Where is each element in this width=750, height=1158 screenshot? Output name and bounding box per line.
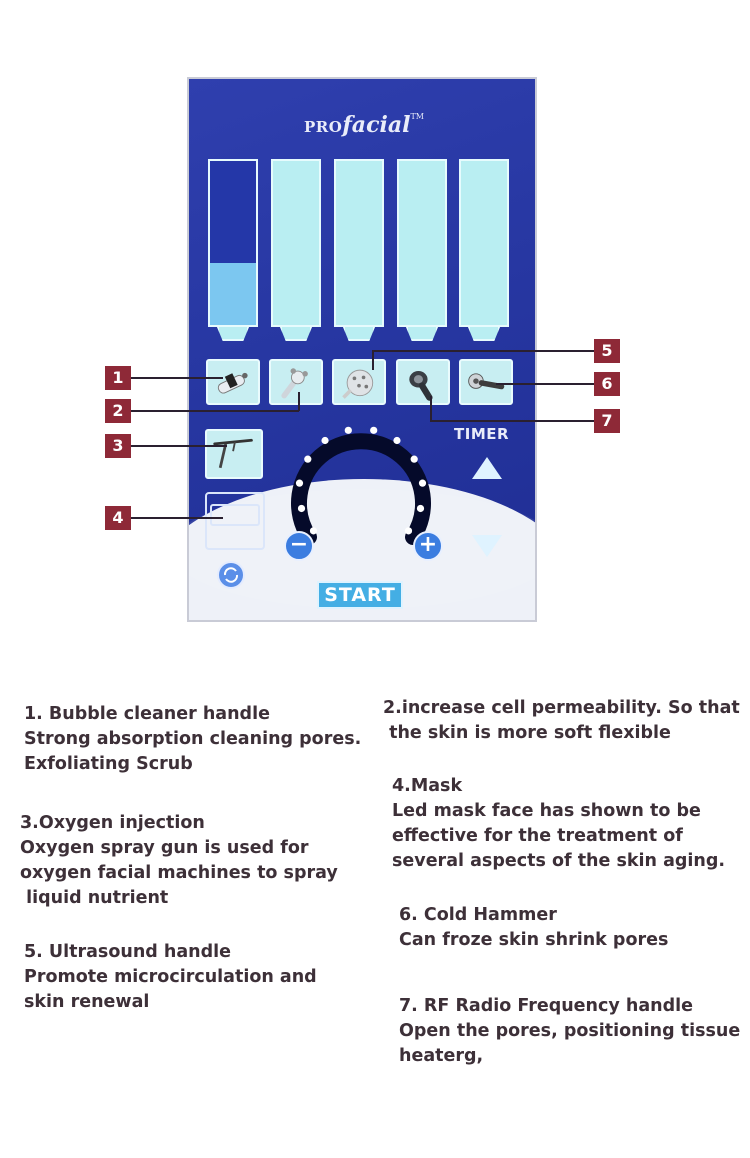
cold-hammer-button[interactable] [459,359,513,405]
description-4-line: Led mask face has shown to be [392,801,701,821]
description-7-title: 7. RF Radio Frequency handle [399,996,694,1016]
dial-dot [344,426,352,434]
tank-3-nozzle [343,327,375,341]
solution-tank-4[interactable] [397,159,447,327]
dial-dot [370,426,378,434]
solution-tank-2[interactable] [271,159,321,327]
description-7: 7. RF Radio Frequency handle Open the po… [399,994,740,1069]
tank-4-nozzle [406,327,438,341]
minus-button[interactable]: − [284,531,314,561]
dial-dot [295,479,304,487]
callout-2-leader [131,410,299,412]
description-5-line: Promote microcirculation and [24,967,317,987]
description-6-title: 6. Cold Hammer [399,905,557,925]
description-2-line: the skin is more soft flexible [383,723,671,743]
dial-dot [321,436,329,445]
start-button[interactable]: START [317,581,403,609]
dial-dot [297,504,306,513]
dial-dot [309,527,318,535]
solution-tank-3[interactable] [334,159,384,327]
timer-dial[interactable] [287,417,435,565]
rf-handle-icon [409,371,433,401]
description-6-line: Can froze skin shrink pores [399,930,669,950]
callout-3-leader [131,445,227,447]
callout-2-leader-v [298,392,300,411]
description-1-line: Exfoliating Scrub [24,754,193,774]
description-3-title: 3.Oxygen injection [20,813,205,833]
timer-label: TIMER [454,425,510,443]
description-3-line: Oxygen spray gun is used for [20,838,309,858]
description-5-title: 5. Ultrasound handle [24,942,232,962]
description-3: 3.Oxygen injection Oxygen spray gun is u… [20,811,338,911]
dial-dot [404,527,413,535]
tank-1-level [210,262,256,325]
description-1-line: Strong absorption cleaning pores. [24,729,362,749]
description-4: 4.Mask Led mask face has shown to be eff… [392,774,725,874]
callout-4: 4 [105,506,131,530]
callout-4-leader [131,517,223,519]
callout-7: 7 [594,409,620,433]
description-4-title: 4.Mask [392,776,463,796]
timer-down-arrow-icon[interactable] [472,535,502,557]
description-2: 2.increase cell permeability. So that th… [383,696,740,746]
dial-dot [304,455,312,463]
spray-gun-icon [213,438,253,469]
callout-6-leader [496,383,594,385]
ultrasound-plate-icon [342,369,374,399]
dial-dot [410,455,418,463]
callout-3: 3 [105,434,131,458]
tank-1-nozzle [217,327,249,341]
description-7-line: heaterg, [399,1046,484,1066]
callout-1-leader [131,377,223,379]
description-4-line: several aspects of the skin aging. [392,851,726,871]
device-control-panel: PROfacialTM [187,77,537,622]
ultrasound-plate-button[interactable] [332,359,386,405]
description-1-title: 1. Bubble cleaner handle [24,704,270,724]
callout-5-leader-v [372,350,374,370]
callout-6: 6 [594,372,620,396]
description-1: 1. Bubble cleaner handle Strong absorpti… [24,702,361,777]
bubble-cleaner-handle-button[interactable] [206,359,260,405]
mask-display-area [210,504,260,526]
callout-1: 1 [105,366,131,390]
description-2-title: 2.increase cell permeability. So that [383,698,740,718]
dial-dot [418,479,427,487]
callout-5: 5 [594,339,620,363]
description-3-line: oxygen facial machines to spray [20,863,338,883]
description-6: 6. Cold Hammer Can froze skin shrink por… [399,903,668,953]
bubble-cleaner-handle-icon [217,372,248,394]
description-7-line: Open the pores, positioning tissue [399,1021,741,1041]
description-5-line: skin renewal [24,992,150,1012]
brand-pro-text: PRO [304,118,343,136]
callout-2: 2 [105,399,131,423]
cold-hammer-icon [468,373,505,390]
plus-button[interactable]: + [413,531,443,561]
solution-tank-5[interactable] [459,159,509,327]
callout-5-leader [372,350,594,352]
tank-2-nozzle [280,327,312,341]
dial-dot [393,436,401,445]
led-mask-button[interactable] [205,492,265,550]
description-3-line: liquid nutrient [20,888,169,908]
brand-facial-text: facial [342,112,411,138]
rf-handle-button[interactable] [396,359,450,405]
description-5: 5. Ultrasound handle Promote microcircul… [24,940,317,1015]
brand-logo: PROfacialTM [299,112,429,138]
description-4-line: effective for the treatment of [392,826,683,846]
refresh-icon[interactable] [217,561,245,589]
oxygen-spray-gun-button[interactable] [205,429,263,479]
tank-5-nozzle [468,327,500,341]
timer-up-arrow-icon[interactable] [472,457,502,479]
ultrasound-handle-button[interactable] [269,359,323,405]
dial-dot [416,504,425,513]
brand-tm-text: TM [410,112,424,121]
callout-7-leader [430,420,594,422]
solution-tank-1[interactable] [208,159,258,327]
ultrasound-handle-icon [281,368,308,399]
callout-7-leader-v [430,396,432,421]
